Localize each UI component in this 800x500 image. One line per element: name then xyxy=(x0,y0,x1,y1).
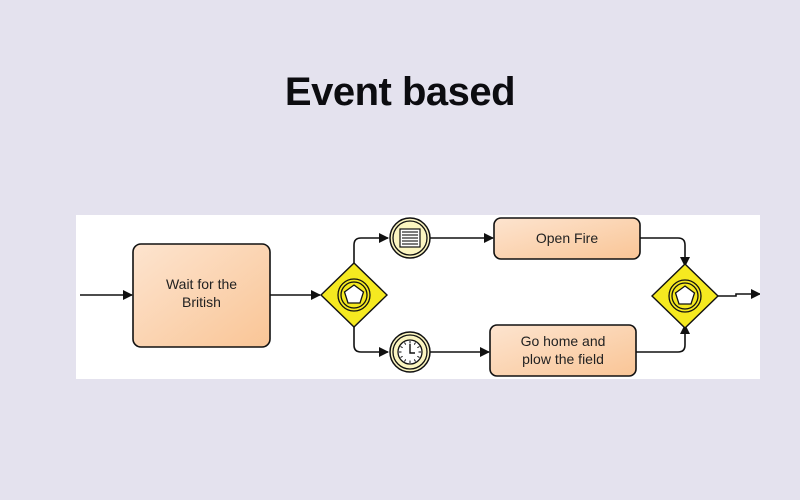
flow-split-to-timer xyxy=(353,325,389,357)
event-message[interactable] xyxy=(389,217,431,259)
message-list-icon xyxy=(399,228,421,248)
event-timer[interactable] xyxy=(389,331,431,373)
flow-split-to-message xyxy=(353,233,389,265)
task-label: British xyxy=(182,294,221,310)
gateway-join[interactable] xyxy=(650,263,720,329)
task-go-home[interactable]: Go home and plow the field xyxy=(489,324,637,377)
bpmn-diagram: Wait for the British xyxy=(80,217,760,377)
flow-join-to-end xyxy=(718,289,760,299)
task-open-fire[interactable]: Open Fire xyxy=(493,217,641,260)
sequence-flows xyxy=(80,233,760,357)
diagram-panel: Wait for the British xyxy=(76,215,760,379)
pentagon-icon xyxy=(668,279,702,313)
flow-home-to-join xyxy=(636,324,690,353)
pentagon-icon xyxy=(337,278,371,312)
task-wait-for-british[interactable]: Wait for the British xyxy=(132,243,271,348)
task-label: Open Fire xyxy=(536,230,598,246)
task-label: plow the field xyxy=(522,351,604,367)
slide-title: Event based xyxy=(284,70,516,114)
task-label: Go home and xyxy=(521,333,606,349)
task-label: Wait for the xyxy=(166,276,237,292)
flow-fire-to-join xyxy=(640,237,690,267)
gateway-split[interactable] xyxy=(319,262,389,328)
clock-icon xyxy=(397,339,423,365)
